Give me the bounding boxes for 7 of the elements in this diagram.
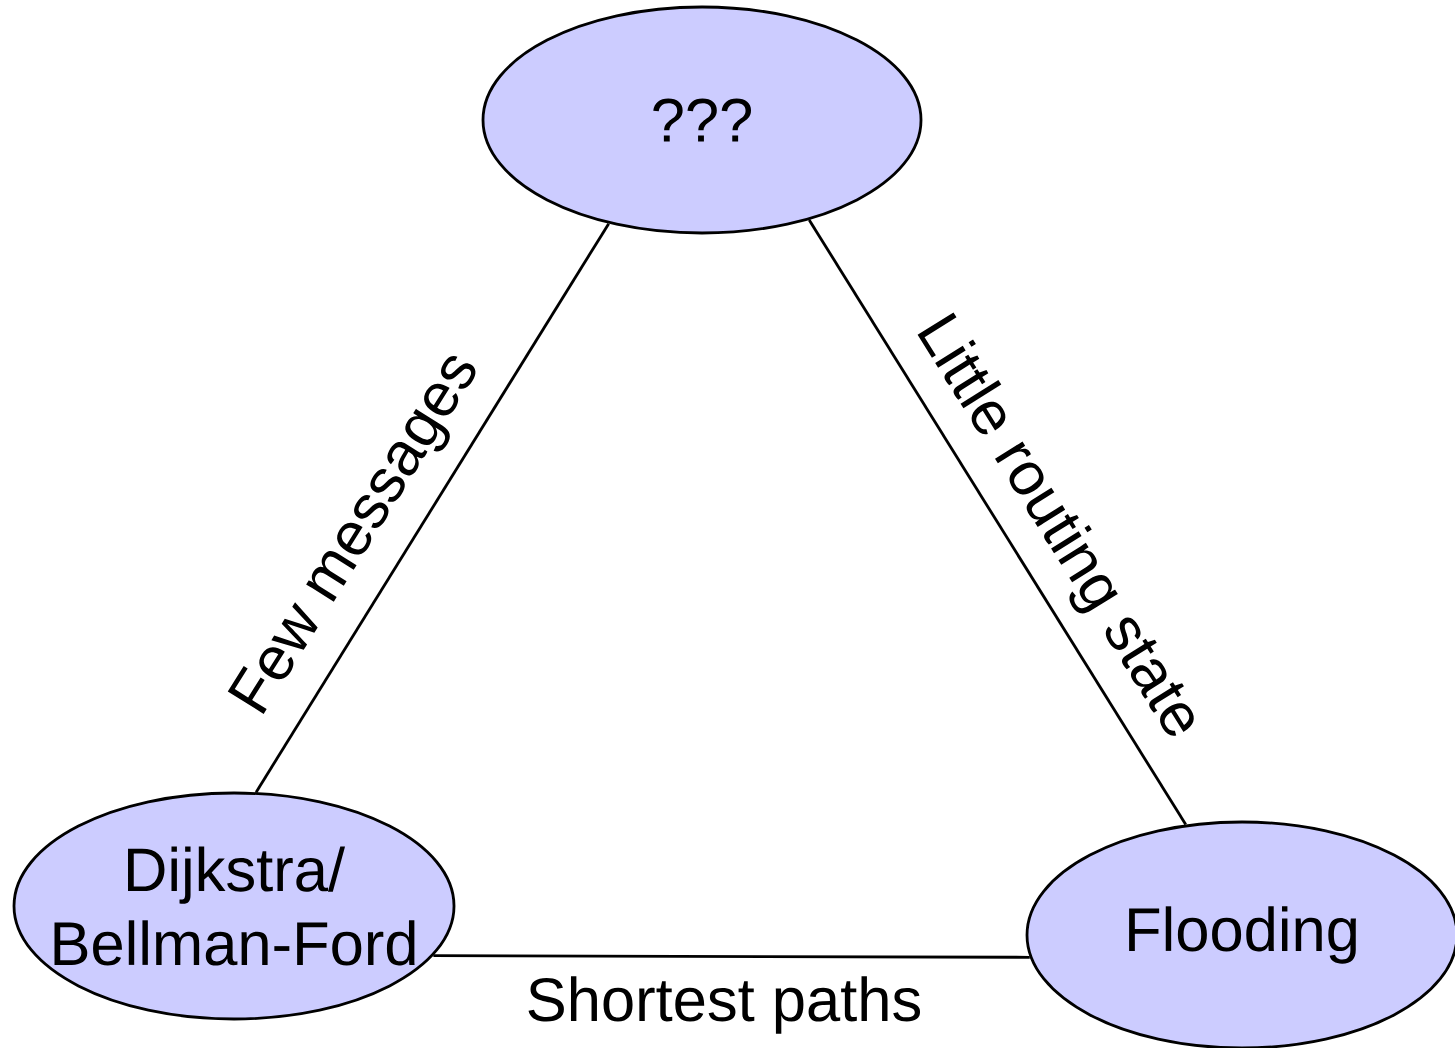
ellipse-node: Dijkstra/ Bellman-Ford xyxy=(12,791,456,1021)
connector-line xyxy=(808,219,1187,826)
edge-label: Shortest paths xyxy=(522,972,926,1038)
ellipse-node: Flooding xyxy=(1025,820,1455,1048)
ellipse-node: ??? xyxy=(481,5,923,235)
connector-line xyxy=(254,222,610,793)
connector-line xyxy=(433,954,1030,959)
